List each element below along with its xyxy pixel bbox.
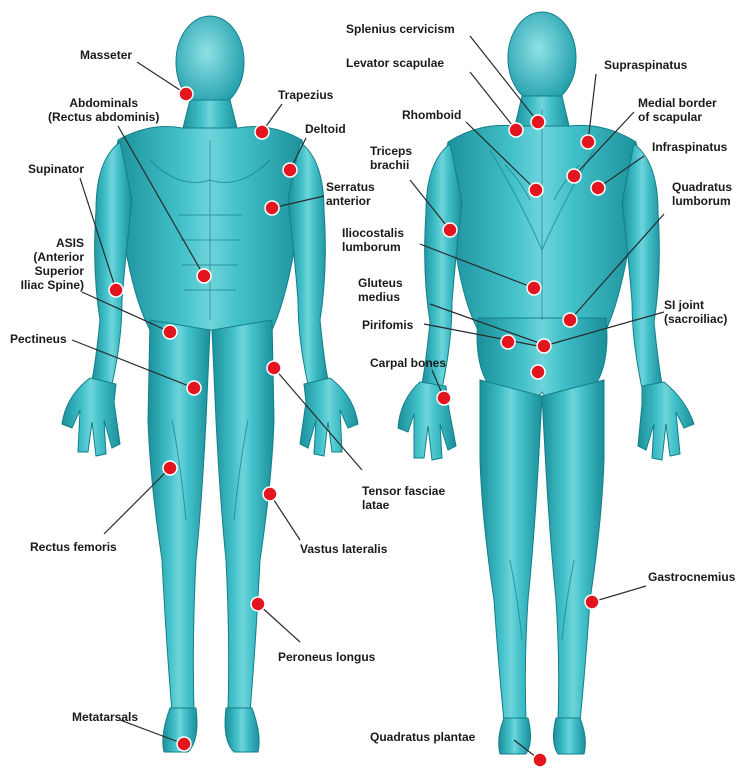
marker-tensor [267,361,281,375]
marker-serratus [265,201,279,215]
label-si-joint: SI joint (sacroiliac) [664,298,727,326]
marker-triceps [443,223,457,237]
marker-levator [509,123,523,137]
marker-piriformis [531,365,545,379]
label-iliocostalis: Iliocostalis lumborum [342,226,404,254]
label-metatarsals: Metatarsals [72,710,138,724]
label-pectineus: Pectineus [10,332,67,346]
back-right-foot [553,718,585,754]
label-infraspinatus: Infraspinatus [652,140,727,154]
marker-gastrocnemius [585,595,599,609]
label-supinator: Supinator [28,162,84,176]
label-gastrocnemius: Gastrocnemius [648,570,735,584]
front-right-leg [212,320,274,712]
label-abdominals: Abdominals (Rectus abdominis) [48,96,159,124]
back-left-arm [422,144,462,388]
label-rectus-femoris: Rectus femoris [30,540,117,554]
back-head [508,12,576,104]
marker-trapezius [255,125,269,139]
back-right-leg [542,380,604,722]
label-rhomboid: Rhomboid [402,108,461,122]
marker-masseter [179,87,193,101]
front-neck [182,100,238,132]
label-tensor: Tensor fasciae latae [362,484,445,512]
marker-gluteus [501,335,515,349]
marker-abdominals [197,269,211,283]
marker-vastus [263,487,277,501]
back-right-arm [622,144,662,388]
marker-rectus-femoris [163,461,177,475]
marker-peroneus [251,597,265,611]
marker-deltoid [283,163,297,177]
label-levator: Levator scapulae [346,56,444,70]
marker-quadratus-plantae [533,753,547,767]
marker-rhomboid [529,183,543,197]
label-peroneus: Peroneus longus [278,650,375,664]
label-serratus: Serratus anterior [326,180,375,208]
marker-supinator [109,283,123,297]
marker-iliocostalis [527,281,541,295]
marker-quadratus-lumborum [563,313,577,327]
back-left-leg [480,380,542,722]
label-masseter: Masseter [80,48,132,62]
label-piriformis: Pirifomis [362,318,413,332]
label-medial-border: Medial border of scapular [638,96,717,124]
marker-pectineus [187,381,201,395]
front-right-hand [300,378,358,456]
marker-asis [163,325,177,339]
label-asis: ASIS (Anterior Superior Iliac Spine) [4,236,84,292]
front-left-arm [92,142,132,384]
marker-supraspinatus [581,135,595,149]
front-left-hand [62,378,120,456]
label-quadratus-lumborum: Quadratus lumborum [672,180,732,208]
label-triceps: Triceps brachii [370,144,412,172]
marker-medial-border [567,169,581,183]
marker-infraspinatus [591,181,605,195]
marker-splenius [531,115,545,129]
label-gluteus: Gluteus medius [358,276,403,304]
label-carpal: Carpal bones [370,356,446,370]
label-trapezius: Trapezius [278,88,333,102]
label-quadratus-plantae: Quadratus plantae [370,730,475,744]
back-right-hand [638,382,694,460]
label-splenius: Splenius cervicism [346,22,455,36]
marker-metatarsals [177,737,191,751]
front-right-arm [288,142,328,384]
front-right-foot [225,708,259,752]
marker-carpal [437,391,451,405]
label-deltoid: Deltoid [305,122,346,136]
label-supraspinatus: Supraspinatus [604,58,687,72]
front-left-leg [148,320,210,712]
label-vastus: Vastus lateralis [300,542,387,556]
marker-si-joint [537,339,551,353]
